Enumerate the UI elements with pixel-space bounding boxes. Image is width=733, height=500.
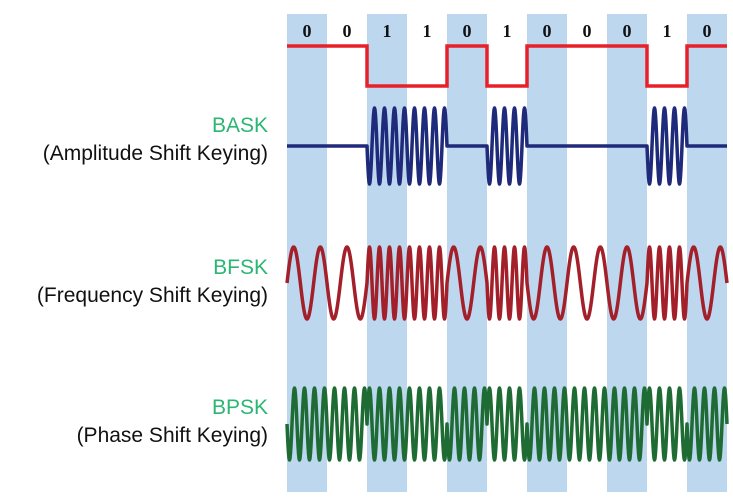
bit-label: 0 [543, 21, 552, 41]
bit-label: 0 [623, 21, 632, 41]
bit-label: 0 [303, 21, 312, 41]
bit-labels: 0 0 1 1 0 1 0 0 0 1 0 [303, 21, 712, 41]
bask-name: BASK [212, 114, 268, 137]
bit-label: 0 [463, 21, 472, 41]
bpsk-description: (Phase Shift Keying) [77, 424, 268, 447]
bit-label: 1 [423, 21, 432, 41]
bask-description: (Amplitude Shift Keying) [43, 142, 268, 165]
bfsk-waveform [285, 245, 729, 321]
bit-label: 1 [383, 21, 392, 41]
bask-waveform [285, 106, 729, 186]
bpsk-waveform [285, 386, 729, 462]
bit-label: 0 [583, 21, 592, 41]
bit-label: 0 [343, 21, 352, 41]
bit-label: 1 [663, 21, 672, 41]
bit-label: 1 [503, 21, 512, 41]
bpsk-name: BPSK [212, 396, 268, 419]
bfsk-name: BFSK [213, 256, 268, 279]
bit-label: 0 [703, 21, 712, 41]
bfsk-description: (Frequency Shift Keying) [37, 284, 268, 307]
digital-signal [287, 44, 727, 88]
